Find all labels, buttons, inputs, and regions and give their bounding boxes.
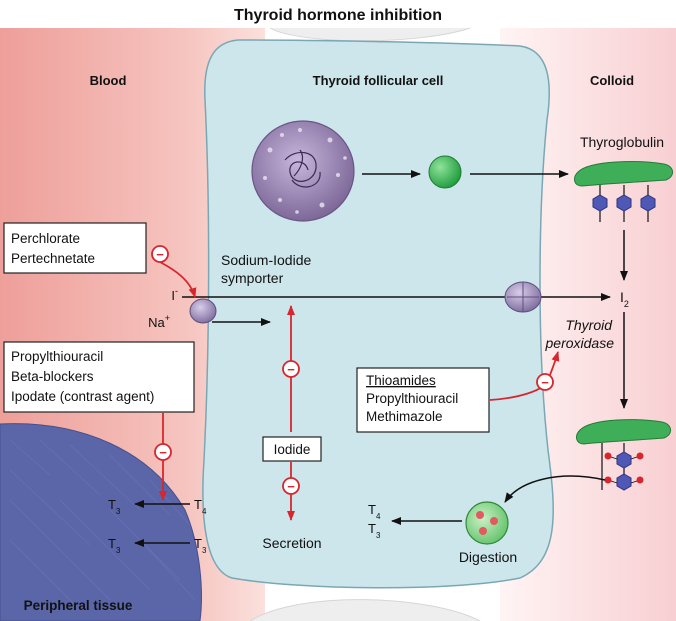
inhibitor-box2-line3: Ipodate (contrast agent) <box>11 389 154 404</box>
inhibitor-box-thioamides: Thioamides Propylthiouracil Methimazole <box>356 367 490 433</box>
inhibit-arrow-symporter <box>159 261 197 298</box>
peroxidase-label-1: Thyroid <box>565 317 613 333</box>
inhibitor-box2-line2: Beta-blockers <box>11 369 94 384</box>
peroxidase-label-2: peroxidase <box>545 335 615 351</box>
secretion-label: Secretion <box>262 535 321 551</box>
t3-peripheral-label-1: T3 <box>108 497 121 516</box>
iodide-ion-label: I- <box>171 286 178 303</box>
inhibitor-box-propylthiouracil: Propylthiouracil Beta-blockers Ipodate (… <box>3 341 195 413</box>
inhibitor-box-perchlorate: Perchlorate Pertechnetate <box>3 222 147 274</box>
iodine-label: I2 <box>620 289 629 309</box>
iodide-box-label: Iodide <box>274 442 311 457</box>
iodinated-thyroglobulin-icon <box>576 419 671 491</box>
blood-label: Blood <box>90 73 127 88</box>
colloid-label: Colloid <box>590 73 634 88</box>
diagram-title: Thyroid hormone inhibition <box>234 7 442 24</box>
inhibitor-box2-line1: Propylthiouracil <box>11 349 103 364</box>
inhibit-symbol-iodide-upper: − <box>282 360 300 378</box>
follicular-cell <box>202 39 554 589</box>
inhibitor-box3-line1: Thioamides <box>366 373 436 388</box>
peripheral-label: Peripheral tissue <box>24 598 133 613</box>
inhibitor-box3-line2: Propylthiouracil <box>366 391 458 406</box>
inhibit-symbol-deiodinase: − <box>154 443 172 461</box>
inhibit-symbol-peroxidase: − <box>536 373 554 391</box>
digestion-label: Digestion <box>459 549 517 565</box>
thyroglobulin-synthesized <box>428 155 462 189</box>
t3-cell-label: T3 <box>368 521 381 540</box>
sodium-ion-label: Na+ <box>148 313 170 330</box>
svg-text:−: − <box>287 479 295 494</box>
thyroglobulin-top-icon <box>574 161 673 222</box>
inhibit-symbol-symporter: − <box>151 245 169 263</box>
svg-text:−: − <box>287 362 295 377</box>
svg-text:−: − <box>156 247 164 262</box>
inhibitor-box1-line1: Perchlorate <box>11 231 80 246</box>
inhibit-symbol-secretion: − <box>282 477 300 495</box>
lower-neighbor-cell <box>249 599 481 621</box>
inhibitor-box1-line2: Pertechnetate <box>11 251 95 266</box>
pendrin-channel-icon <box>504 281 542 313</box>
t3-blood-label: T3 <box>194 536 207 555</box>
t4-cell-label: T4 <box>368 502 381 521</box>
peripheral-texture <box>9 439 196 611</box>
symporter-icon <box>189 298 217 324</box>
inhibitor-box3-line3: Methimazole <box>366 409 443 424</box>
t3-peripheral-label-2: T3 <box>108 536 121 555</box>
t4-blood-label: T4 <box>194 497 207 516</box>
thyroglobulin-label: Thyroglobulin <box>580 134 664 150</box>
lysosome-icon <box>465 501 509 545</box>
symporter-label-1: Sodium-Iodide <box>221 252 311 268</box>
arrow-to-digestion <box>504 475 606 503</box>
svg-text:−: − <box>541 375 549 390</box>
cell-label: Thyroid follicular cell <box>313 73 444 88</box>
nucleus <box>251 120 355 222</box>
symporter-label-2: symporter <box>221 270 284 286</box>
svg-text:−: − <box>159 445 167 460</box>
iodide-box <box>262 436 322 462</box>
